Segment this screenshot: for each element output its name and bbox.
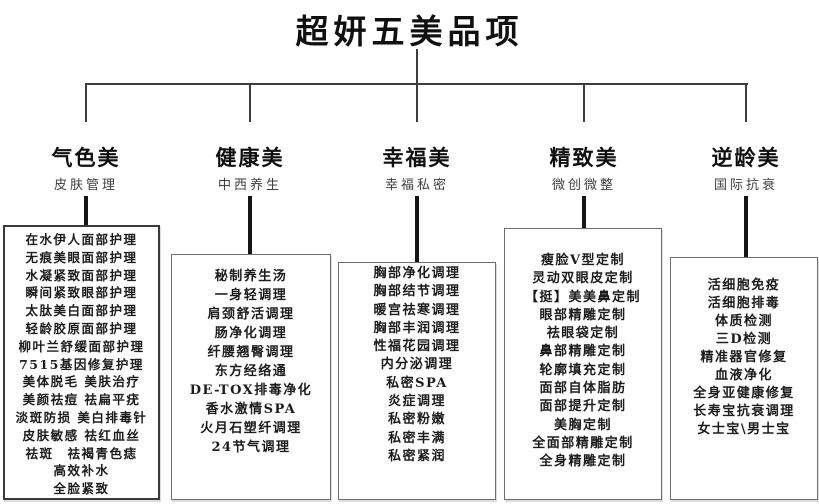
list-item: 胸部净化调理	[373, 266, 461, 281]
list-item: 全脸紧致	[53, 481, 110, 497]
branch-title: 逆龄美	[711, 145, 781, 170]
branch-subtitle: 国际抗衰	[713, 178, 778, 194]
list-item: 7515基因修复护理	[19, 356, 144, 372]
list-item: 炎症调理	[387, 394, 446, 410]
branch-box: 在水伊人面部护理无痕美眼面部护理水凝紧致面部护理瞬间紧致眼部护理太肽美白面部护理…	[3, 225, 160, 500]
list-item: 瞬间紧致眼部护理	[25, 285, 138, 301]
branch-box: 秘制养生汤一身轻调理肩颈舒活调理肠净化调理纤腰翘臀调理东方经络通 DE-TOX排毒…	[171, 254, 331, 500]
list-item: 血液净化	[714, 368, 773, 383]
list-item: 长寿宝抗衰调理	[693, 404, 795, 419]
list-item: 面部自体脂肪	[539, 381, 627, 397]
list-item: 东方经络通	[214, 364, 288, 379]
list-item: 香水激情SPA	[205, 402, 297, 417]
list-item: 在水伊人面部护理	[25, 232, 138, 247]
list-item: 【挺】美美鼻定制	[524, 289, 641, 305]
list-item: 美胸定制	[553, 417, 612, 433]
list-item: 女士宝\男士宝	[697, 422, 791, 437]
branch-title: 精致美	[549, 145, 619, 170]
list-item: 暖宫祛寒调理	[373, 302, 461, 318]
branch-stub-line	[582, 196, 586, 228]
list-item: 性福花园调理	[373, 339, 461, 355]
list-item: 全面部精雕定制	[532, 435, 634, 451]
list-item: 太肽美白面部护理	[25, 303, 138, 319]
list-item: 火月石塑纤调理	[200, 421, 302, 436]
crossbar-connector-line	[86, 83, 748, 85]
branch-subtitle: 微创微整	[551, 178, 616, 194]
branch-connector-line	[745, 83, 747, 122]
list-item: 面部提升定制	[539, 399, 627, 415]
list-item: 高效补水	[53, 463, 110, 479]
branch-connector-line	[583, 83, 585, 122]
list-item: 柳叶兰舒缓面部护理	[18, 338, 145, 354]
trunk-connector-line	[416, 49, 418, 122]
list-item: 全身精雕定制	[539, 454, 627, 470]
branch-title: 气色美	[51, 145, 121, 170]
list-item: 私密SPA	[386, 375, 448, 391]
list-item: 胸部丰润调理	[373, 320, 461, 336]
branch-stub-line	[415, 196, 419, 262]
list-item: 私密粉嫩	[387, 412, 446, 428]
branch-stub-line	[744, 196, 748, 257]
list-item: 水凝紧致面部护理	[25, 267, 138, 283]
branch-box: 胸部净化调理胸部结节调理暖宫祛寒调理胸部丰润调理性福花园调理内分泌调理私密SPA…	[338, 262, 496, 500]
list-item: 无痕美眼面部护理	[25, 249, 138, 265]
branch-header: 精致美微创微整	[504, 145, 664, 194]
list-item: 内分泌调理	[380, 357, 454, 373]
branch-box: 瘦脸V型定制灵动双眼皮定制【挺】美美鼻定制眼部精雕定制祛眼袋定制鼻部精雕定制轮廓…	[504, 228, 662, 500]
list-item: 私密丰满	[387, 430, 446, 446]
list-item: 轻龄胶原面部护理	[25, 320, 138, 336]
branch-subtitle: 皮肤管理	[53, 178, 118, 194]
branch-subtitle: 幸福私密	[384, 178, 449, 194]
branch-box: 活细胞免疫活细胞排毒体质检测三D检测精准器官修复血液净化全身亚健康修复长寿宝抗衰…	[670, 257, 818, 500]
list-item: 胸部结节调理	[373, 284, 461, 300]
branch-title: 健康美	[215, 145, 285, 170]
list-item: 瘦脸V型定制	[540, 253, 626, 268]
list-item: 眼部精雕定制	[539, 307, 627, 323]
list-item: 灵动双眼皮定制	[532, 271, 634, 287]
list-item: DE-TOX排毒净化	[189, 383, 313, 398]
list-item: 活细胞排毒	[707, 296, 781, 311]
list-item: 肩颈舒活调理	[207, 307, 295, 322]
list-item: 纤腰翘臀调理	[207, 345, 295, 360]
branch-header: 逆龄美国际抗衰	[666, 145, 819, 194]
list-item: 祛眼袋定制	[546, 326, 620, 342]
list-item: 体质检测	[714, 314, 773, 329]
branch-subtitle: 中西养生	[217, 178, 282, 194]
list-item: 24节气调理	[211, 440, 291, 455]
list-item: 活细胞免疫	[707, 278, 781, 293]
branch-title: 幸福美	[382, 145, 452, 170]
branch-header: 健康美中西养生	[170, 145, 330, 194]
list-item: 三D检测	[715, 332, 773, 347]
list-item: 美体脱毛 美肤治疗	[22, 374, 141, 390]
list-item: 全身亚健康修复	[693, 386, 795, 401]
list-item: 秘制养生汤	[214, 269, 288, 284]
branch-stub-line	[248, 196, 252, 254]
list-item: 私密紧润	[387, 448, 446, 464]
list-item: 轮廓填充定制	[539, 362, 627, 378]
list-item: 淡斑防损 美白排毒针	[15, 409, 148, 425]
list-item: 鼻部精雕定制	[539, 344, 627, 360]
branch-connector-line	[85, 83, 87, 122]
branch-header: 幸福美幸福私密	[337, 145, 497, 194]
list-item: 精准器官修复	[700, 350, 788, 365]
list-item: 肠净化调理	[214, 326, 288, 341]
list-item: 皮肤敏感 祛红血丝	[22, 427, 141, 443]
list-item: 祛斑 祛褐青色痣	[25, 445, 138, 461]
page-title: 超妍五美品项	[295, 12, 524, 51]
branch-header: 气色美皮肤管理	[6, 145, 166, 194]
list-item: 一身轻调理	[214, 288, 288, 303]
branch-stub-line	[84, 196, 88, 225]
list-item: 美颜祛痘 祛扁平疣	[22, 392, 141, 408]
branch-connector-line	[249, 83, 251, 122]
